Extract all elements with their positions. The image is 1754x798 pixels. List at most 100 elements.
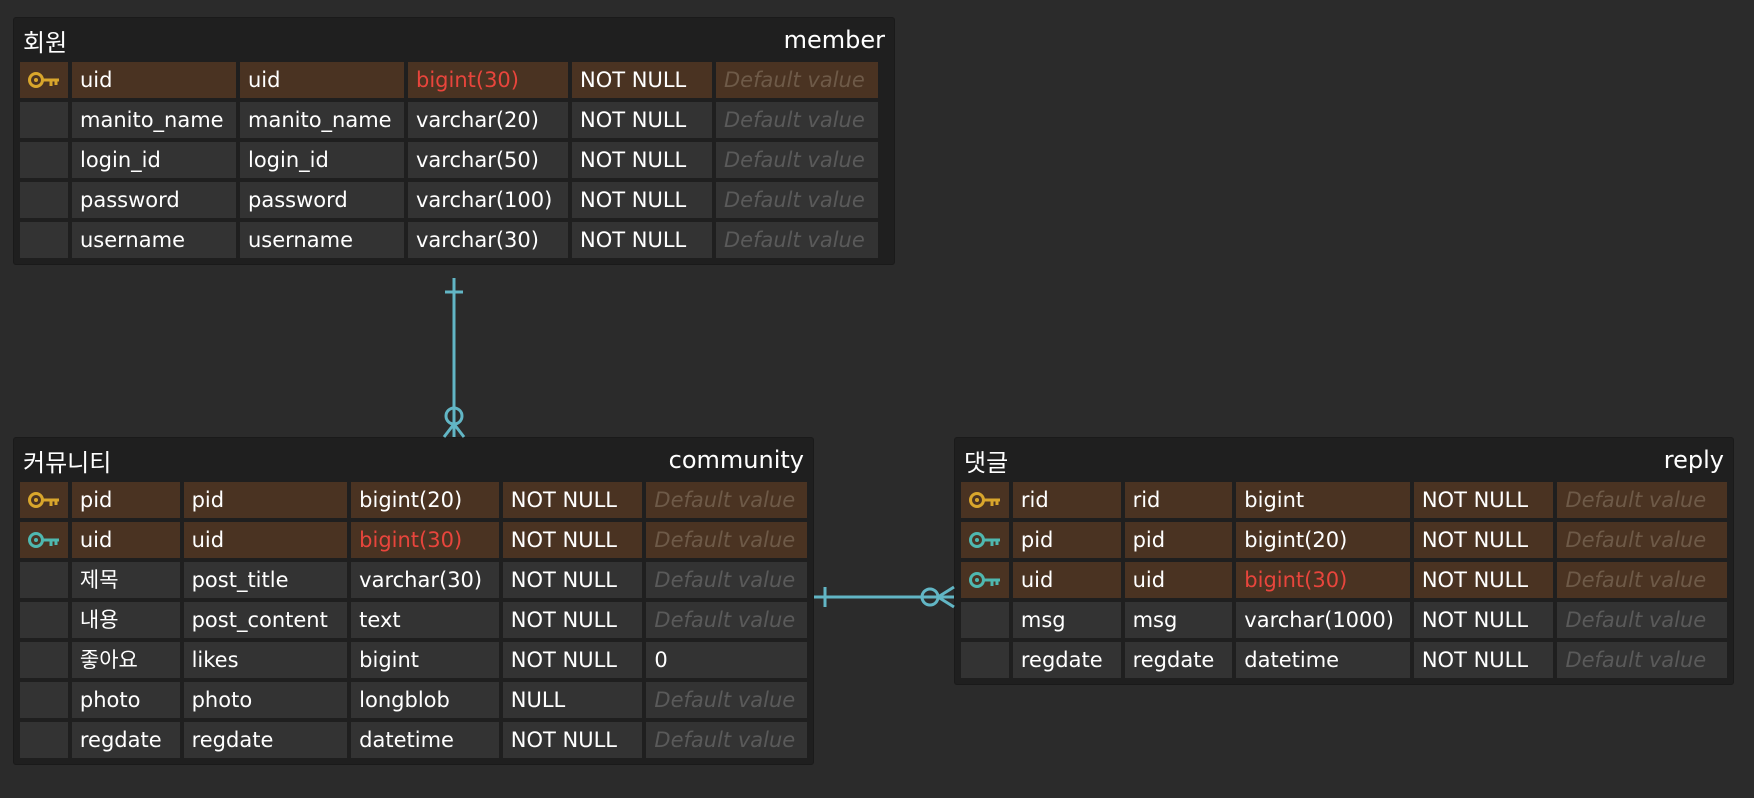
column-nullable[interactable]: NOT NULL (502, 482, 643, 518)
key-cell[interactable] (20, 562, 68, 598)
column-physical-name[interactable]: manito_name (240, 102, 404, 138)
column-default-value[interactable]: Default value (1557, 562, 1727, 598)
column-data-type[interactable]: datetime (351, 722, 499, 758)
column-data-type[interactable]: varchar(20) (408, 102, 568, 138)
column-default-value[interactable]: Default value (1557, 482, 1727, 518)
column-default-value[interactable]: Default value (646, 562, 807, 598)
column-logical-name[interactable]: username (72, 222, 236, 258)
key-cell[interactable] (961, 522, 1009, 558)
table-header[interactable]: 회원 member (14, 18, 894, 62)
column-logical-name[interactable]: pid (71, 482, 180, 518)
column-logical-name[interactable]: login_id (72, 142, 236, 178)
column-default-value[interactable]: Default value (646, 522, 807, 558)
column-data-type[interactable]: bigint(20) (1236, 522, 1410, 558)
column-data-type[interactable]: bigint (1236, 482, 1410, 518)
table-header[interactable]: 커뮤니티 community (14, 438, 813, 482)
column-physical-name[interactable]: likes (183, 642, 348, 678)
key-cell[interactable] (20, 102, 68, 138)
column-logical-name[interactable]: 좋아요 (71, 642, 180, 678)
column-default-value[interactable]: Default value (1557, 602, 1727, 638)
column-data-type[interactable]: bigint(30) (408, 62, 568, 98)
column-data-type[interactable]: bigint (351, 642, 499, 678)
column-default-value[interactable]: Default value (646, 482, 807, 518)
column-default-value[interactable]: Default value (646, 602, 807, 638)
column-nullable[interactable]: NOT NULL (572, 62, 712, 98)
column-default-value[interactable]: Default value (646, 722, 807, 758)
key-cell[interactable] (20, 642, 68, 678)
column-nullable[interactable]: NOT NULL (502, 642, 643, 678)
column-logical-name[interactable]: uid (71, 522, 180, 558)
column-data-type[interactable]: bigint(30) (351, 522, 499, 558)
column-logical-name[interactable]: 내용 (71, 602, 180, 638)
column-physical-name[interactable]: username (240, 222, 404, 258)
key-cell[interactable] (20, 62, 68, 98)
key-cell[interactable] (961, 642, 1009, 678)
column-physical-name[interactable]: pid (1124, 522, 1233, 558)
column-data-type[interactable]: varchar(100) (408, 182, 568, 218)
relation-community-reply[interactable] (814, 585, 955, 609)
column-physical-name[interactable]: post_content (183, 602, 348, 638)
key-cell[interactable] (961, 482, 1009, 518)
column-default-value[interactable]: Default value (716, 142, 878, 178)
column-physical-name[interactable]: msg (1124, 602, 1233, 638)
column-nullable[interactable]: NOT NULL (502, 522, 643, 558)
column-nullable[interactable]: NOT NULL (1413, 562, 1554, 598)
column-data-type[interactable]: varchar(30) (351, 562, 499, 598)
column-physical-name[interactable]: pid (183, 482, 348, 518)
column-logical-name[interactable]: uid (1012, 562, 1121, 598)
key-cell[interactable] (20, 722, 68, 758)
column-physical-name[interactable]: rid (1124, 482, 1233, 518)
column-default-value[interactable]: Default value (716, 182, 878, 218)
column-default-value[interactable]: Default value (646, 682, 807, 718)
column-physical-name[interactable]: uid (240, 62, 404, 98)
column-default-value[interactable]: Default value (716, 222, 878, 258)
column-physical-name[interactable]: uid (183, 522, 348, 558)
column-nullable[interactable]: NOT NULL (1413, 602, 1554, 638)
column-nullable[interactable]: NULL (502, 682, 643, 718)
column-physical-name[interactable]: password (240, 182, 404, 218)
column-nullable[interactable]: NOT NULL (572, 102, 712, 138)
column-physical-name[interactable]: login_id (240, 142, 404, 178)
column-nullable[interactable]: NOT NULL (572, 222, 712, 258)
column-nullable[interactable]: NOT NULL (572, 142, 712, 178)
column-physical-name[interactable]: regdate (1124, 642, 1233, 678)
column-nullable[interactable]: NOT NULL (502, 722, 643, 758)
key-cell[interactable] (20, 602, 68, 638)
column-logical-name[interactable]: photo (71, 682, 180, 718)
column-physical-name[interactable]: photo (183, 682, 348, 718)
column-logical-name[interactable]: rid (1012, 482, 1121, 518)
column-nullable[interactable]: NOT NULL (1413, 522, 1554, 558)
table-header[interactable]: 댓글 reply (955, 438, 1733, 482)
column-data-type[interactable]: bigint(20) (351, 482, 499, 518)
column-data-type[interactable]: datetime (1236, 642, 1410, 678)
column-default-value[interactable]: Default value (1557, 522, 1727, 558)
column-nullable[interactable]: NOT NULL (572, 182, 712, 218)
column-default-value[interactable]: Default value (1557, 642, 1727, 678)
relation-member-community[interactable] (442, 278, 466, 438)
column-logical-name[interactable]: regdate (71, 722, 180, 758)
column-data-type[interactable]: text (351, 602, 499, 638)
column-physical-name[interactable]: regdate (183, 722, 348, 758)
column-physical-name[interactable]: post_title (183, 562, 348, 598)
key-cell[interactable] (20, 182, 68, 218)
column-nullable[interactable]: NOT NULL (502, 562, 643, 598)
column-data-type[interactable]: bigint(30) (1236, 562, 1410, 598)
column-default-value[interactable]: 0 (646, 642, 807, 678)
key-cell[interactable] (20, 682, 68, 718)
